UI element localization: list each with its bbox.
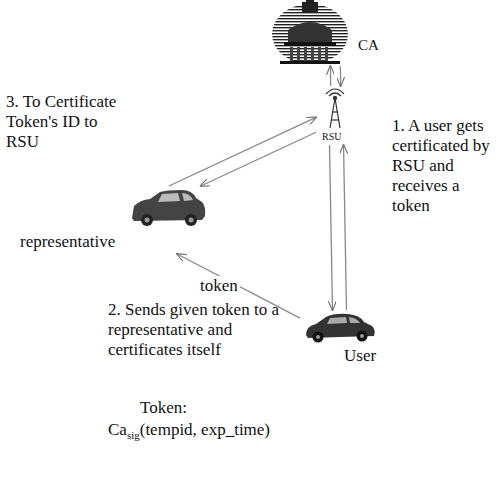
token-caption: Token: xyxy=(140,398,187,418)
vehicle-node: representative xyxy=(14,186,210,254)
node-label: RSU xyxy=(322,130,341,143)
message-arrow xyxy=(169,117,316,186)
edge-label: token xyxy=(198,276,240,296)
message-arrow xyxy=(330,145,333,310)
vehicle-node: RSU xyxy=(316,86,356,145)
token-formula: Casig(tempid, exp_time) xyxy=(108,420,270,445)
step-note: 2. Sends given token to a representative… xyxy=(108,300,298,360)
formula-part: Ca xyxy=(108,420,127,439)
vehicle-node: User xyxy=(300,310,380,368)
formula-part: (tempid, exp_time) xyxy=(140,420,270,439)
vehicle-node: CA xyxy=(272,0,398,66)
car-icon xyxy=(306,314,375,343)
message-arrow xyxy=(344,145,347,310)
message-arrow xyxy=(201,132,316,186)
message-arrow xyxy=(330,66,332,86)
car-icon xyxy=(132,190,205,226)
message-arrow xyxy=(340,66,342,86)
capitol-icon xyxy=(272,0,348,64)
node-label: representative xyxy=(20,232,115,252)
step-note: 1. A user gets certificated by RSU and r… xyxy=(392,116,498,216)
node-label: User xyxy=(344,346,376,366)
step-note: 3. To Certificate Token's ID to RSU xyxy=(6,92,134,152)
node-label: CA xyxy=(358,36,379,54)
formula-subscript: sig xyxy=(127,429,140,441)
antenna-icon xyxy=(326,89,344,128)
